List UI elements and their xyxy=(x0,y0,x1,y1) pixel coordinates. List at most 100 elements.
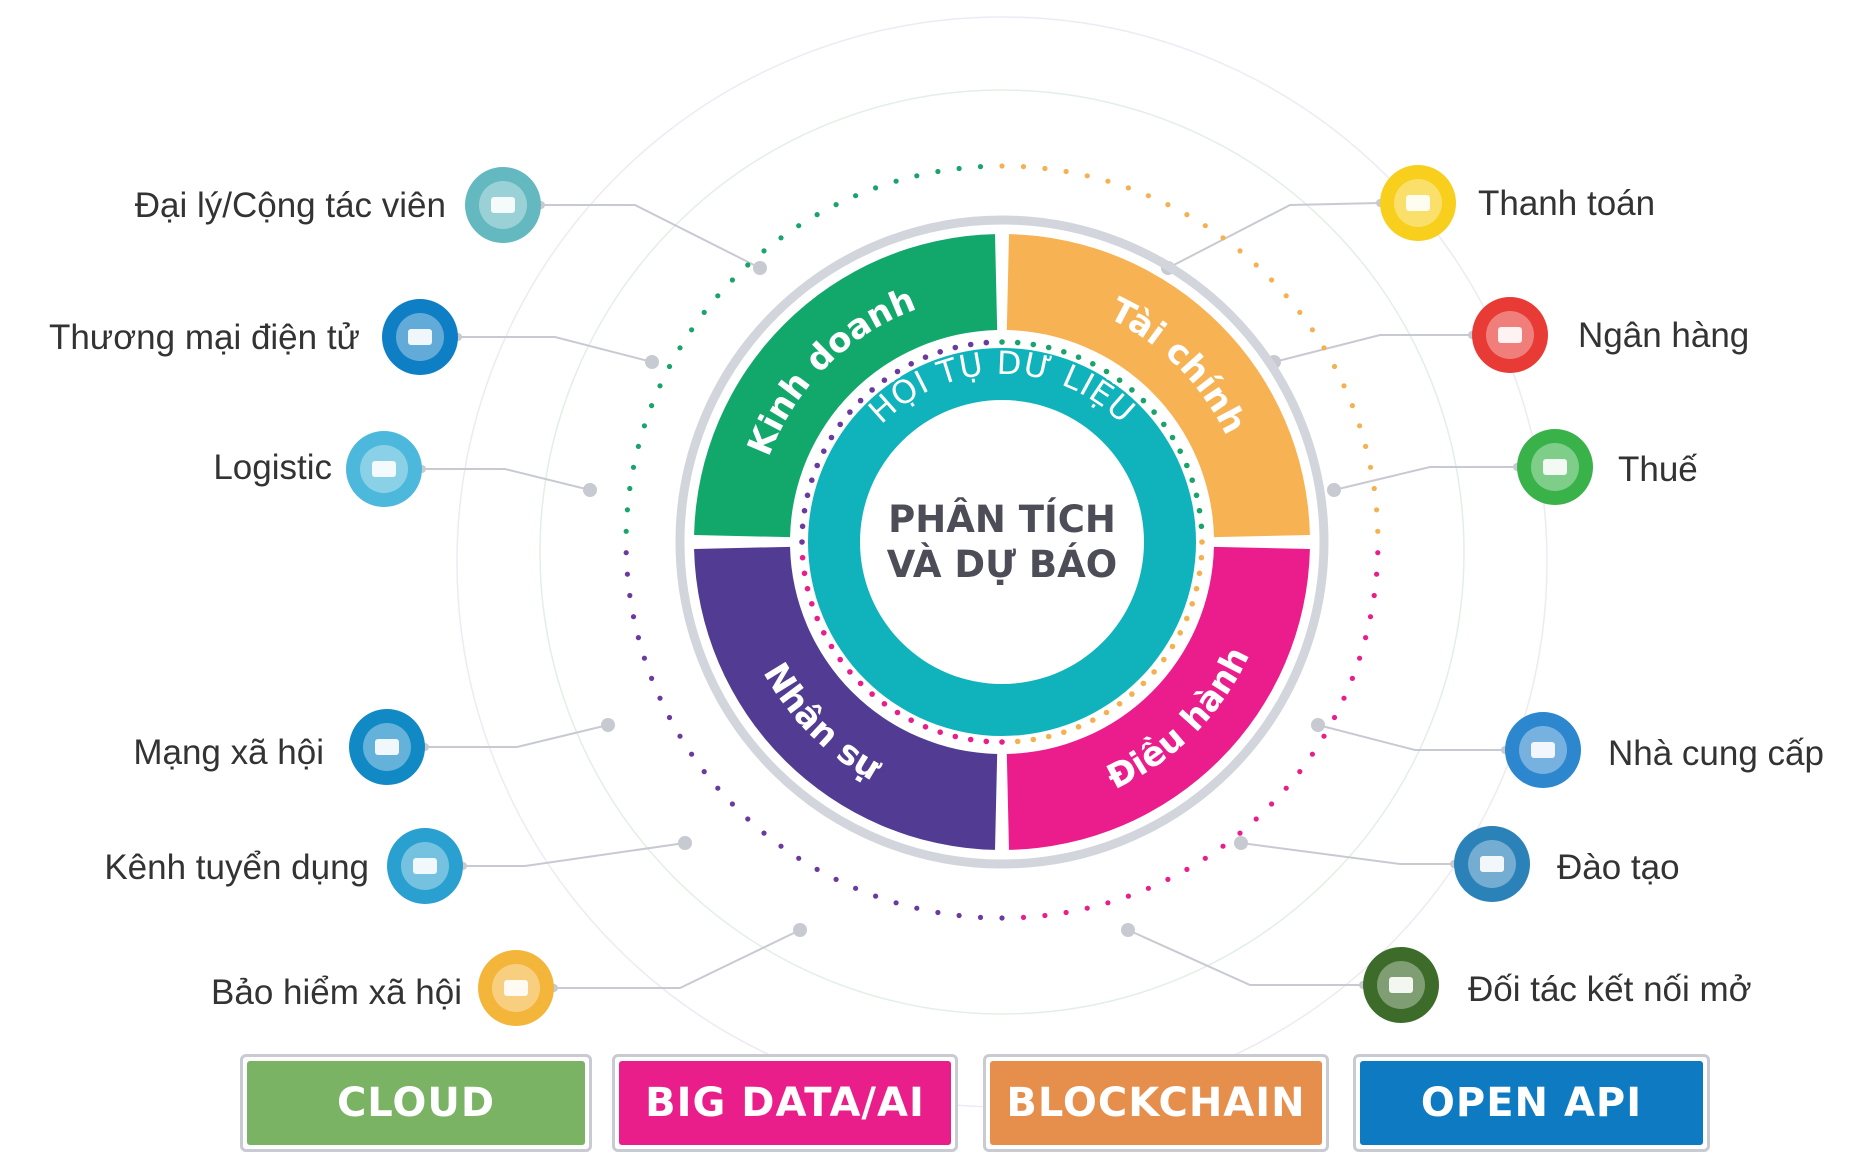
ring-dot xyxy=(1283,785,1289,791)
inner-ring-dot xyxy=(1199,539,1205,545)
ring-dot xyxy=(1375,550,1381,556)
ring-dot xyxy=(715,785,721,791)
ring-dot xyxy=(1363,635,1369,641)
inner-ring-dot xyxy=(1193,585,1200,592)
inner-ring-dot xyxy=(1061,349,1067,355)
segment-operations xyxy=(1006,546,1310,850)
inner-ring-dot xyxy=(869,691,875,697)
ring-dot xyxy=(761,830,767,836)
ring-dot xyxy=(1375,528,1381,534)
ring-dot xyxy=(1105,900,1111,906)
inner-ring-dot xyxy=(1198,554,1205,561)
ring-dot xyxy=(1269,277,1275,283)
tech-open-api-label: OPEN API xyxy=(1360,1061,1703,1145)
inner-ring-dot xyxy=(1151,669,1157,675)
inner-ring-dot xyxy=(908,717,914,723)
ring-dot xyxy=(627,592,633,599)
ring-dot xyxy=(761,248,767,254)
right-icon-3-shape xyxy=(1531,742,1555,758)
inner-ring-dot xyxy=(1196,570,1203,577)
ring-dot xyxy=(635,443,642,449)
ring-dot xyxy=(1321,733,1327,739)
tech-blockchain-label: BLOCKCHAIN xyxy=(990,1061,1322,1145)
inner-ring-dot xyxy=(894,368,901,375)
ring-dot xyxy=(623,528,629,534)
ring-dot xyxy=(914,905,920,911)
center-disc xyxy=(860,400,1144,684)
inner-ring-dot xyxy=(801,570,808,577)
left-connector-1-end-dot xyxy=(645,355,659,369)
handshake-icon xyxy=(465,167,541,243)
tech-bigdata-ai-button[interactable]: BIG DATA/AI xyxy=(612,1054,958,1152)
inner-ring-dot xyxy=(814,462,820,469)
ring-dot xyxy=(624,507,631,513)
right-connector-2-end-dot xyxy=(1327,483,1341,497)
inner-ring-dot xyxy=(922,354,929,361)
left-connector-2-end-dot xyxy=(583,483,597,497)
inner-ring-dot xyxy=(1177,448,1183,455)
ring-dot xyxy=(745,262,751,268)
ring-dot xyxy=(893,900,899,906)
inner-ring-dot xyxy=(908,361,914,367)
left-connector-3-end-dot xyxy=(601,718,615,732)
ring-dot xyxy=(833,202,839,208)
right-icon-4-shape xyxy=(1480,856,1504,872)
ring-dot xyxy=(956,165,962,172)
inner-ring-dot xyxy=(1090,717,1096,723)
ring-dot xyxy=(1349,675,1355,682)
inner-ring-dot xyxy=(1116,701,1123,707)
node-label-bank: Ngân hàng xyxy=(1578,316,1750,355)
tech-open-api-button[interactable]: OPEN API xyxy=(1353,1054,1710,1152)
ring-dot xyxy=(796,223,802,229)
ring-dot xyxy=(977,164,984,170)
inner-ring-dot xyxy=(1116,377,1123,384)
ring-dot xyxy=(999,915,1005,921)
ring-dot xyxy=(1042,165,1048,172)
ring-dot xyxy=(914,173,920,179)
left-connector-0-end-dot xyxy=(753,261,767,275)
briefcase-calculator-icon xyxy=(1380,165,1456,241)
ring-dot xyxy=(745,816,751,822)
ring-dot xyxy=(1165,876,1171,883)
inner-ring-dot xyxy=(1075,724,1082,730)
left-connector-4-end-dot xyxy=(678,836,692,850)
right-connector-2-line xyxy=(1333,466,1517,491)
ring-dot xyxy=(1253,816,1259,822)
segment-business xyxy=(694,234,998,538)
ring-dot xyxy=(677,733,683,739)
left-connector-1-line xyxy=(458,336,653,363)
inner-ring-dot xyxy=(881,377,888,384)
outer-grey-ring xyxy=(675,215,1329,869)
inner-ring-dot xyxy=(828,643,835,650)
inner-ring-dot xyxy=(1196,507,1203,514)
tech-cloud-label: CLOUD xyxy=(247,1061,585,1145)
right-icon-0-shape xyxy=(1406,195,1430,211)
inner-ring-dot xyxy=(799,554,806,561)
truck-icon xyxy=(346,431,422,507)
inner-ring-dot xyxy=(804,585,811,592)
node-label-social-network: Mạng xã hội xyxy=(133,733,324,772)
tech-blockchain-button[interactable]: BLOCKCHAIN xyxy=(983,1054,1329,1152)
ring-dot xyxy=(677,345,683,351)
inner-ring-dot xyxy=(809,477,815,484)
ring-dot xyxy=(1331,363,1338,370)
ring-dot xyxy=(701,309,707,315)
tech-cloud-button[interactable]: CLOUD xyxy=(240,1054,592,1152)
right-connector-4-end-dot xyxy=(1234,836,1248,850)
ring-dot xyxy=(1063,909,1069,916)
ring-dot xyxy=(1105,178,1111,184)
inner-ring-dot xyxy=(1161,421,1167,428)
outer-circle-medium xyxy=(539,89,1465,1015)
right-icon-5-shape xyxy=(1389,977,1413,993)
left-connector-4-line xyxy=(463,842,686,867)
left-icon-4-shape xyxy=(413,858,437,874)
inner-ring-dot xyxy=(1103,709,1110,716)
left-icon-0-shape xyxy=(491,197,515,213)
ring-dot xyxy=(1253,262,1259,268)
ecommerce-shop-icon xyxy=(382,299,458,375)
ring-dot xyxy=(624,571,631,577)
inner-ring-dot xyxy=(922,724,929,730)
ring-dot xyxy=(1220,235,1226,241)
ring-dot xyxy=(977,914,984,921)
inner-ring-dot xyxy=(1129,387,1135,393)
